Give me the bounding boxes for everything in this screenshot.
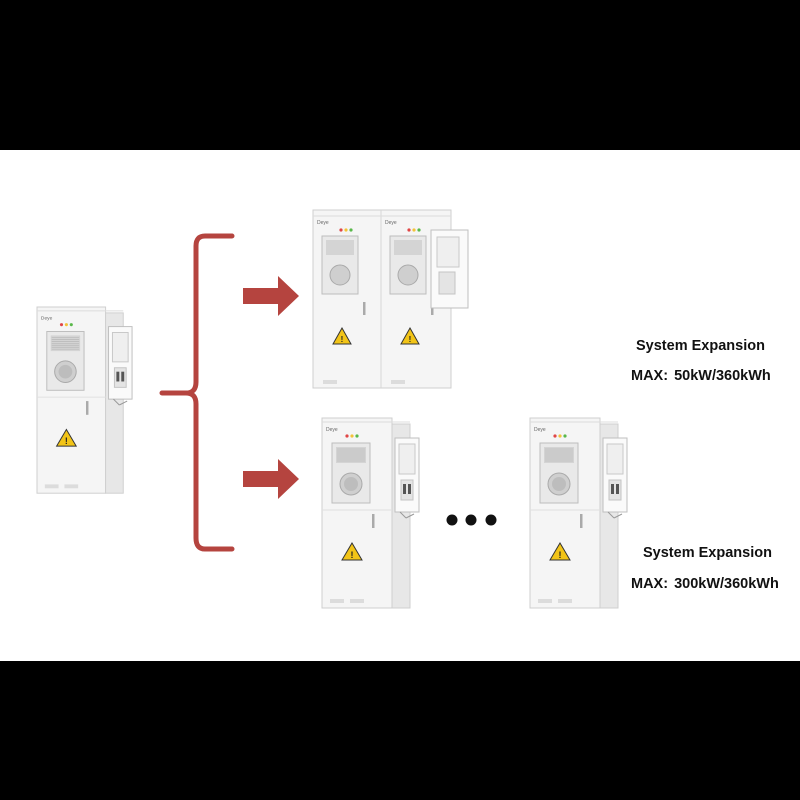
- svg-text:!: !: [409, 335, 412, 344]
- svg-text:Deye: Deye: [317, 220, 329, 226]
- expansion-b-max: MAX: 300kW/360kWh: [631, 576, 779, 592]
- expansion-b-max-value: 300kW/360kWh: [674, 576, 779, 592]
- svg-text:Deye: Deye: [385, 220, 397, 226]
- expansion-a-max: MAX: 50kW/360kWh: [631, 368, 771, 384]
- single-cabinet: [36, 306, 133, 494]
- right-arrow-icon: [243, 459, 299, 499]
- letterbox-top: [0, 0, 800, 150]
- curly-brace-icon: [159, 233, 235, 552]
- expansion-b-max-label: MAX:: [631, 576, 669, 592]
- cabinet-unit-first: [321, 417, 420, 609]
- expansion-b-title: System Expansion: [643, 545, 772, 561]
- letterbox-bottom: [0, 661, 800, 800]
- ellipsis-icon: [446, 514, 497, 526]
- expansion-a-title: System Expansion: [636, 338, 765, 354]
- right-arrow-icon: [243, 276, 299, 316]
- svg-text:!: !: [341, 335, 344, 344]
- double-cabinet: Deye Deye ! !: [312, 209, 469, 389]
- expansion-a-max-label: MAX:: [631, 368, 669, 384]
- expansion-a-max-value: 50kW/360kWh: [674, 368, 771, 384]
- cabinet-unit-last: [529, 417, 628, 609]
